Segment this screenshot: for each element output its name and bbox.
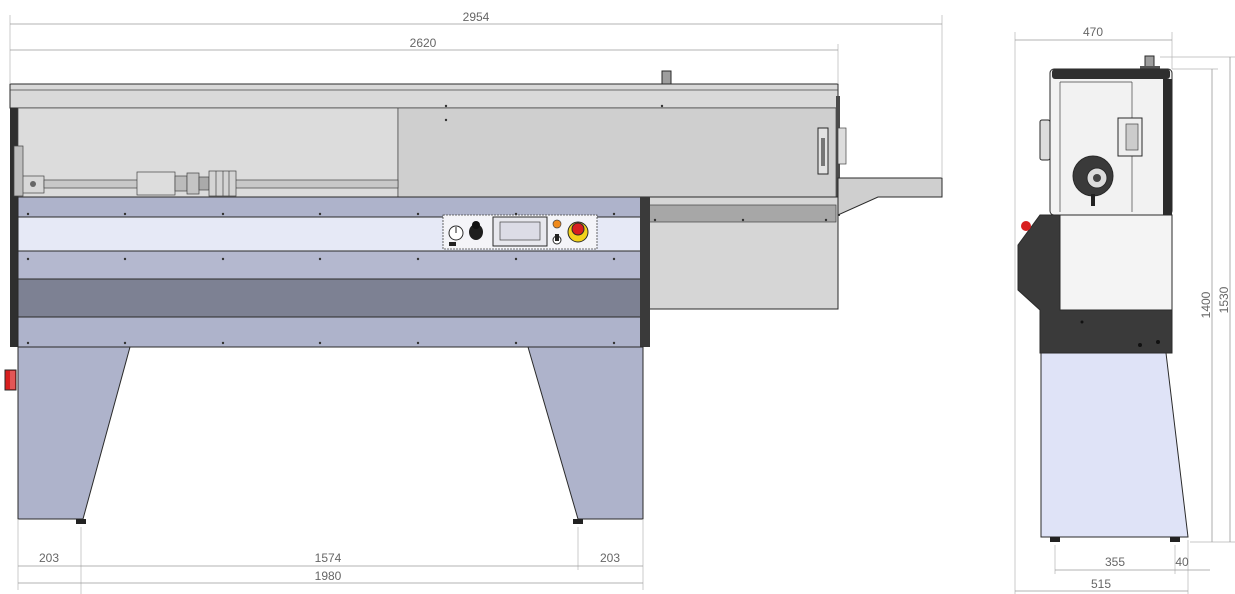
upper-housing — [397, 107, 837, 198]
dim-height-total: 1530 — [1217, 286, 1231, 313]
dim-base-length: 1980 — [315, 569, 342, 583]
side-emergency-button — [4, 369, 17, 391]
emergency-stop-button — [571, 222, 585, 236]
side-middle-panel — [1059, 214, 1173, 311]
panel-bottom — [17, 316, 644, 348]
side-upper-housing — [1049, 68, 1173, 216]
panel-rivets — [26, 104, 828, 345]
indicator-lamp — [552, 219, 562, 229]
dim-foot-spacing: 355 — [1105, 555, 1125, 569]
spindle-shaft — [13, 145, 399, 197]
top-nozzle — [661, 70, 672, 85]
dim-left-offset: 203 — [39, 551, 59, 565]
control-panel — [442, 214, 598, 250]
dim-right-offset: 203 — [600, 551, 620, 565]
dim-leg-spacing: 1574 — [315, 551, 342, 565]
left-leg — [17, 346, 131, 520]
outlet-funnel — [837, 177, 943, 216]
control-knob — [469, 224, 483, 240]
dim-body-length: 2620 — [410, 36, 437, 50]
left-frame — [10, 108, 18, 347]
dim-height-inner: 1400 — [1199, 291, 1213, 318]
panel-mid — [17, 250, 644, 280]
right-leg — [527, 346, 644, 520]
housing-handle — [817, 127, 847, 175]
top-cover — [9, 83, 839, 109]
dim-overall-length: 2954 — [463, 10, 490, 24]
side-base — [1040, 352, 1189, 538]
panel-top-strip — [17, 196, 644, 218]
side-dimension-lines: 470 1400 1530 355 40 515 — [1014, 25, 1235, 594]
dim-base-width: 515 — [1091, 577, 1111, 591]
dim-top-width: 470 — [1083, 25, 1103, 39]
front-dimension-lines: 2954 2620 203 1574 203 1980 — [9, 10, 943, 594]
panel-dark — [17, 278, 644, 318]
front-view — [4, 70, 943, 524]
side-view — [1017, 55, 1189, 542]
side-handle — [1039, 119, 1051, 161]
dim-foot-offset: 40 — [1175, 555, 1189, 569]
